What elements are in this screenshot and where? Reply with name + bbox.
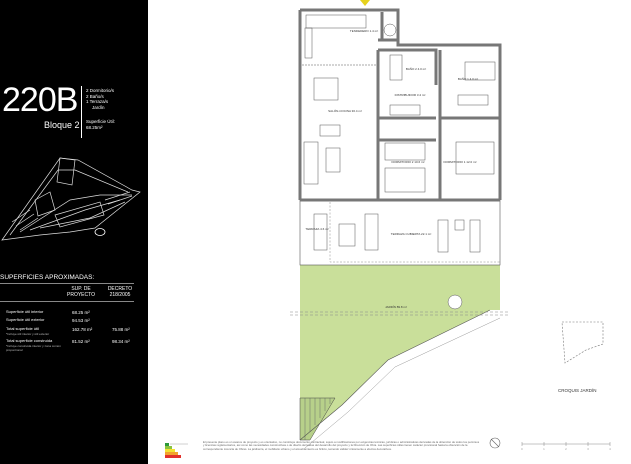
tree-icon [447, 294, 463, 310]
hatched-area [299, 397, 336, 441]
row-project-value: 162.78 m² [72, 327, 93, 332]
surfaces-title: SUPERFICIES APROXIMADAS: [0, 274, 95, 281]
unit-info-panel: 220B Bloque 2 2 Dormitorio/s 2 Baño/s 1 … [0, 0, 148, 464]
block-label: Bloque 2 [44, 120, 80, 130]
terrace-area [299, 199, 501, 266]
row-label: Superficie útil exterior [6, 317, 45, 322]
divider [81, 86, 82, 138]
croquis-label: CROQUIS JARDÍN [558, 388, 597, 393]
row-project-value: 68.25 m² [72, 310, 90, 315]
row-label-text: Total superficie construida [6, 338, 53, 343]
room-label-jardin: JARDÍN 89.8 m² [385, 305, 407, 309]
unit-location-marker [94, 228, 106, 236]
row-project-value: 81.52 m² [72, 339, 90, 344]
row-sublabel: *Incluye útil interior y útil exterior [6, 331, 50, 336]
room-label-bano2: BAÑO 2 4.0 m² [406, 66, 426, 71]
divider [0, 283, 134, 284]
feature-terraces: 1 Terraza/s [86, 99, 109, 104]
room-label-terraza-cubierta: TERRAZA CUBIERTA 22.1 m² [391, 232, 431, 236]
useful-surface: Superficie Útil: 68.25m² [86, 119, 115, 130]
room-label-bano1: BAÑO 1 4.0 m² [458, 76, 478, 81]
row-sublabel: *Incluye construida interior y zona comú… [6, 343, 61, 353]
room-label-dorm1: DORMITORIO 1 12.0 m² [444, 160, 477, 164]
col-project-header: SUP. DE PROYECTO [67, 286, 95, 298]
feature-bathrooms: 2 Baño/s [86, 93, 104, 99]
room-label-salon: SALÓN-COCINA 30.4 m² [328, 108, 362, 113]
feature-garden: Jardín [92, 104, 105, 110]
room-label-tendedero: TENDEDERO 1.4 m² [350, 29, 378, 33]
unit-features: 2 Dormitorio/s 2 Baño/s 1 Terraza/s Jard… [86, 88, 114, 110]
scale-tick: 4 [609, 448, 611, 451]
entry-marker [360, 0, 370, 6]
row-project-value: 94.53 m² [72, 318, 90, 323]
energy-label-icon [165, 443, 188, 458]
scale-tick: 1 [543, 448, 545, 451]
row-label: Total superficie construida*Incluye cons… [6, 338, 62, 353]
row-label: Superficie útil interior [6, 309, 44, 314]
scale-bar [521, 442, 611, 446]
north-arrow-icon [489, 437, 501, 449]
scale-tick: 2 [565, 448, 567, 451]
useful-surface-value: 68.25m² [86, 124, 103, 130]
site-plan-drawing [1, 157, 141, 241]
col-decree-header: DECRETO 218/2005 [107, 286, 133, 298]
useful-surface-label: Superficie Útil: [86, 119, 116, 124]
room-label-dorm2: DORMITORIO 2 10.6 m² [392, 160, 425, 164]
row-label: Total superficie útil*Incluye útil inter… [6, 326, 50, 336]
room-label-terraza: TERRAZA 4.6 m² [305, 227, 328, 231]
row-decree-value: 75.88 m² [112, 327, 130, 332]
disclaimer-text: El presente plano es un avance de proyec… [203, 440, 480, 451]
room-label-distribuidor: DISTRIBUIDOR 3.4 m² [395, 93, 426, 97]
row-decree-value: 98.34 m² [112, 339, 130, 344]
unit-code: 220B [2, 81, 78, 119]
garden-area [300, 265, 500, 440]
row-label-text: Total superficie útil [6, 326, 39, 331]
feature-bedrooms: 2 Dormitorio/s [86, 88, 115, 93]
scale-tick: 0 [521, 448, 523, 451]
scale-tick: 3 [587, 448, 589, 451]
divider [0, 301, 134, 302]
garden-sketch [561, 321, 604, 364]
